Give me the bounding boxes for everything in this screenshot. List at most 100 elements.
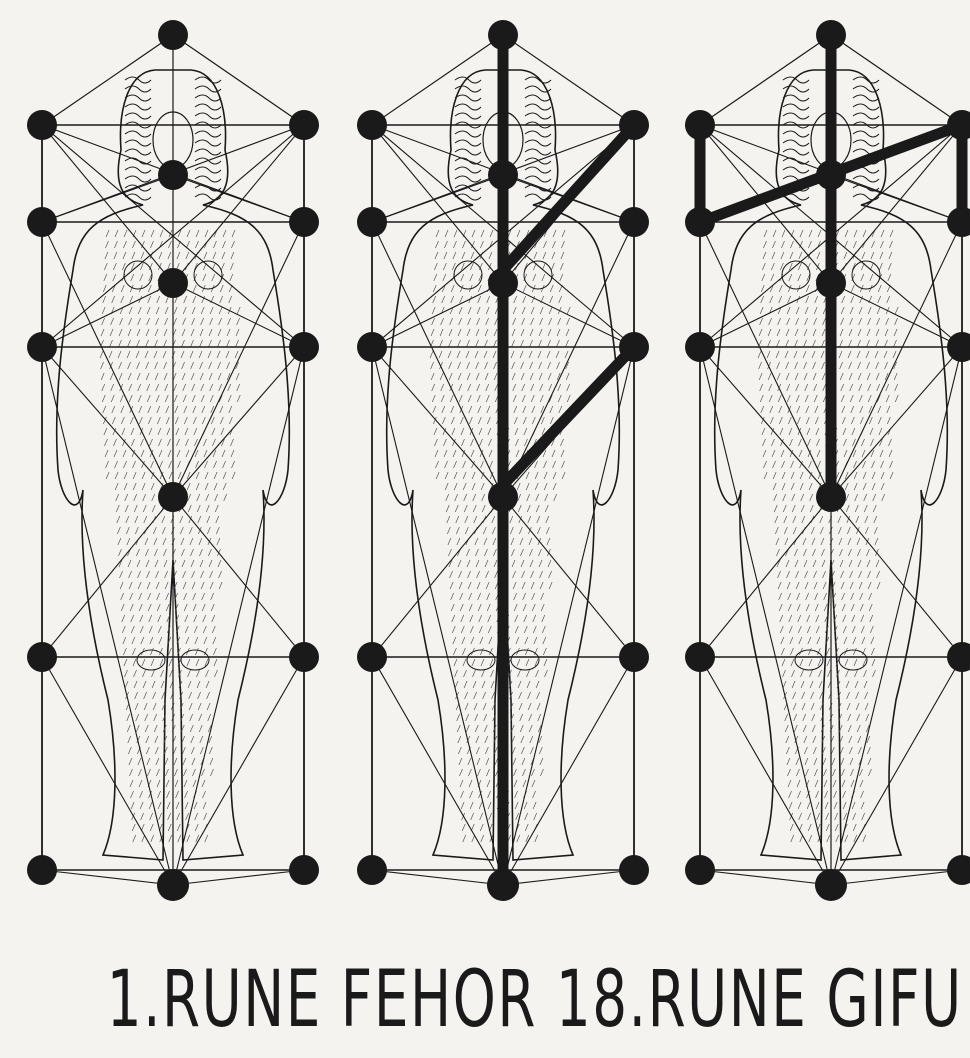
hatch-stroke: [177, 824, 180, 831]
hatch-stroke: [125, 681, 128, 688]
hatch-stroke: [212, 263, 215, 270]
hatch-stroke: [158, 615, 161, 622]
hatch-stroke: [484, 351, 487, 358]
hatch-stroke: [485, 340, 488, 347]
hatch-stroke: [446, 494, 449, 501]
hatch-stroke: [199, 538, 202, 545]
hatch-stroke: [485, 362, 488, 369]
diagonal-line: [831, 35, 962, 125]
hatch-stroke: [513, 318, 516, 325]
grid-node: [488, 482, 518, 512]
hatch-stroke: [798, 791, 801, 798]
hatch-stroke: [191, 329, 194, 336]
hatch-stroke: [524, 428, 527, 435]
grid-node: [357, 110, 387, 140]
hatch-stroke: [464, 494, 467, 501]
hatch-stroke: [805, 395, 808, 402]
hatch-stroke: [129, 307, 132, 314]
hatch-stroke: [212, 274, 215, 281]
hatch-stroke: [794, 549, 797, 556]
hatch-stroke: [871, 241, 874, 248]
hair-curl: [195, 131, 221, 137]
hair-curl: [783, 140, 809, 146]
hatch-stroke: [212, 626, 215, 633]
hatch-stroke: [543, 648, 546, 655]
diagonal-line: [700, 283, 831, 347]
hatch-stroke: [468, 582, 471, 589]
hatch-stroke: [493, 538, 496, 545]
hatch-stroke: [201, 395, 204, 402]
hatch-stroke: [821, 549, 824, 556]
hatch-stroke: [855, 670, 858, 677]
hatch-stroke: [465, 516, 468, 523]
hatch-stroke: [156, 582, 159, 589]
hatch-stroke: [206, 505, 209, 512]
hatch-stroke: [433, 285, 436, 292]
hatch-stroke: [481, 659, 484, 666]
hatch-stroke: [788, 593, 791, 600]
hatch-stroke: [790, 241, 793, 248]
hatch-stroke: [518, 494, 521, 501]
hatch-stroke: [110, 340, 113, 347]
hatch-stroke: [470, 439, 473, 446]
grid-node: [488, 160, 518, 190]
hatch-stroke: [519, 692, 522, 699]
grid-node: [357, 332, 387, 362]
hatch-stroke: [186, 450, 189, 457]
hatch-stroke: [441, 384, 444, 391]
hatch-stroke: [542, 615, 545, 622]
hatch-stroke: [462, 648, 465, 655]
hatch-stroke: [804, 560, 807, 567]
hatch-stroke: [534, 252, 537, 259]
hatch-stroke: [553, 472, 556, 479]
grid-node: [619, 855, 649, 885]
hatch-stroke: [148, 285, 151, 292]
hatch-stroke: [157, 780, 160, 787]
hatch-stroke: [194, 439, 197, 446]
hatch-stroke: [137, 560, 140, 567]
hatch-stroke: [177, 252, 180, 259]
hatch-stroke: [850, 571, 853, 578]
hatch-stroke: [440, 329, 443, 336]
hatch-stroke: [128, 329, 131, 336]
hatch-stroke: [494, 362, 497, 369]
diagonal-line: [173, 283, 304, 347]
hatch-stroke: [882, 494, 885, 501]
hatch-stroke: [833, 780, 836, 787]
hatch-stroke: [818, 461, 821, 468]
hatch-stroke: [181, 538, 184, 545]
hatch-stroke: [794, 725, 797, 732]
hatch-stroke: [776, 351, 779, 358]
hatch-stroke: [478, 406, 481, 413]
hatch-stroke: [183, 384, 186, 391]
hatch-stroke: [462, 637, 465, 644]
hatch-stroke: [175, 417, 178, 424]
hatch-stroke: [813, 736, 816, 743]
hatch-stroke: [471, 252, 474, 259]
hatch-stroke: [517, 483, 520, 490]
hatch-stroke: [847, 692, 850, 699]
hatch-stroke: [106, 472, 109, 479]
hatch-stroke: [787, 571, 790, 578]
hatch-stroke: [446, 505, 449, 512]
hatch-stroke: [540, 318, 543, 325]
hatch-stroke: [176, 439, 179, 446]
hatch-stroke: [854, 483, 857, 490]
hatch-stroke: [194, 802, 197, 809]
hatch-stroke: [849, 560, 852, 567]
hatch-stroke: [209, 560, 212, 567]
hatch-stroke: [759, 362, 762, 369]
grid-node: [947, 207, 970, 237]
hatch-stroke: [486, 307, 489, 314]
hatch-stroke: [227, 340, 230, 347]
hatch-stroke: [820, 527, 823, 534]
hatch-stroke: [813, 340, 816, 347]
grid-node: [947, 855, 970, 885]
hatch-stroke: [440, 373, 443, 380]
hatch-stroke: [105, 252, 108, 259]
hair-curl: [853, 113, 879, 119]
hatch-stroke: [192, 307, 195, 314]
hatch-stroke: [531, 307, 534, 314]
hatch-stroke: [864, 681, 867, 688]
hatch-stroke: [486, 582, 489, 589]
